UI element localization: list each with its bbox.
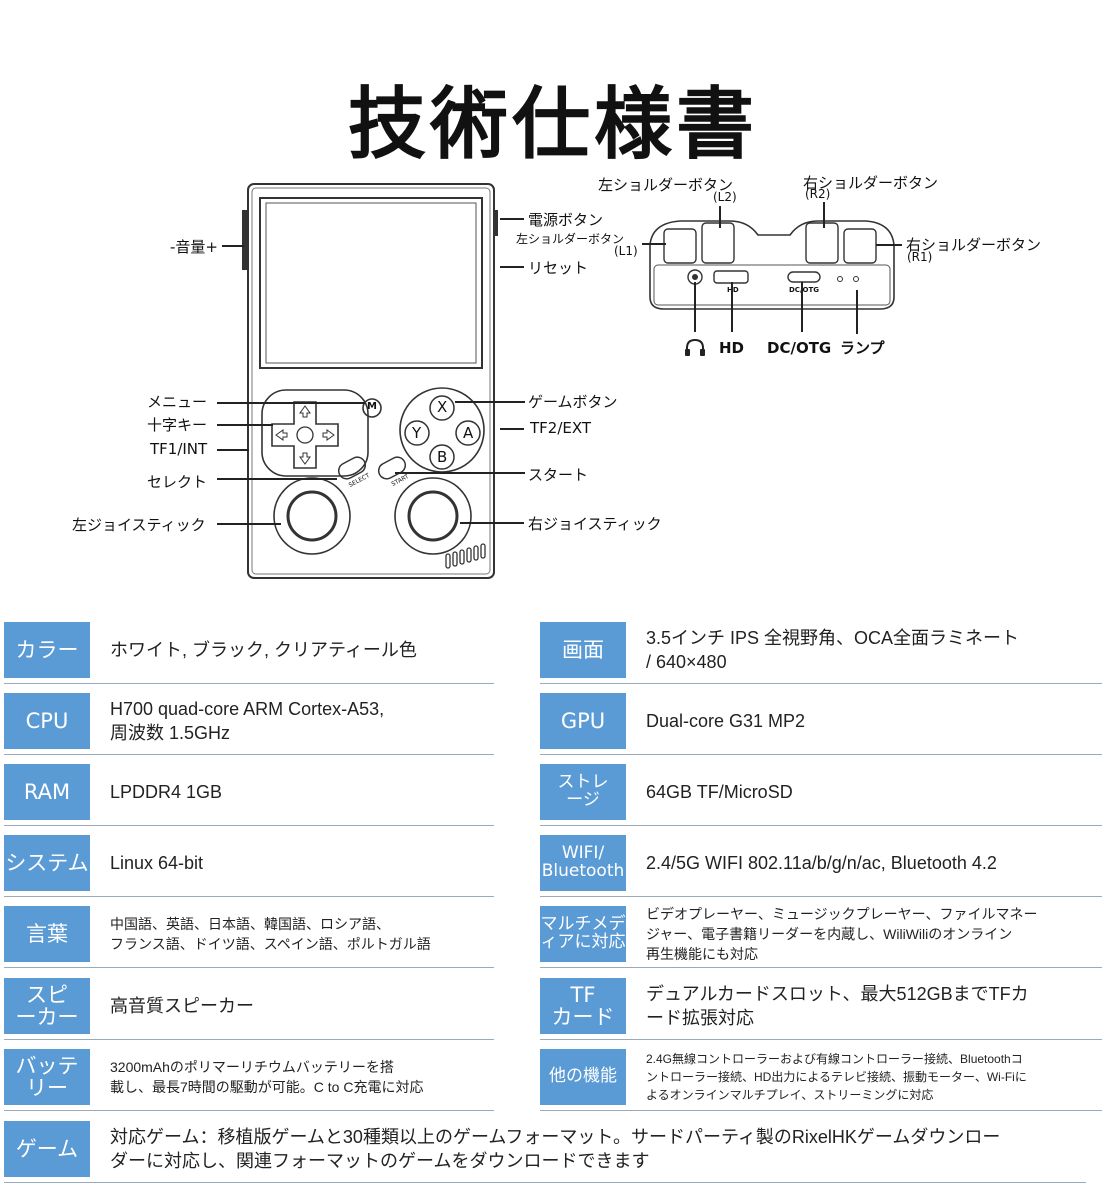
spec-value: 2.4/5G WIFI 802.11a/b/g/n/ac, Bluetooth … [646, 852, 997, 873]
spec-value: ホワイト, ブラック, クリアティール色 [110, 639, 417, 660]
spec-label: バッテ リー [4, 1049, 90, 1105]
spec-value: ビデオプレーヤー、ミュージックプレーヤー、ファイルマネー ジャー、電子書籍リーダ… [646, 905, 1038, 963]
spec-row: RAM LPDDR4 1GB [4, 764, 494, 826]
lamp-label: ランプ [840, 339, 885, 357]
spec-label: WIFI/ Bluetooth [540, 835, 626, 891]
spec-row: バッテ リー 3200mAhのポリマーリチウムバッテリーを搭 載し、最長7時間の駆… [4, 1049, 494, 1111]
dcotg-port-print: DC/OTG [789, 286, 819, 294]
row-divider [540, 683, 1102, 684]
row-divider [540, 1110, 1102, 1111]
page-title: 技術仕様書 [347, 80, 758, 170]
speaker-grille [445, 543, 486, 569]
spec-value: 64GB TF/MicroSD [646, 781, 793, 802]
row-divider [4, 967, 494, 968]
row-divider [4, 683, 494, 684]
r1-label: 右ショルダーボタン [906, 236, 1042, 254]
spec-value: 3.5インチ IPS 全視野角、OCA全面ラミネート / 640×480 [646, 627, 1020, 672]
spec-row: 他の機能 2.4G無線コントローラーおよび有線コントローラー接続、Bluetoot… [540, 1049, 1102, 1111]
row-divider [4, 1110, 494, 1111]
spec-row: GPU Dual-core G31 MP2 [540, 693, 1102, 755]
hd-port-print: HD [727, 286, 739, 294]
spec-label: CPU [4, 693, 90, 749]
spec-row: WIFI/ Bluetooth 2.4/5G WIFI 802.11a/b/g/n… [540, 835, 1102, 897]
spec-row: マルチメデ ィアに対応ビデオプレーヤー、ミュージックプレーヤー、ファイルマネー … [540, 905, 1102, 968]
spec-row: ゲーム対応ゲーム：移植版ゲームと30種類以上のゲームフォーマット。サードパーティ… [4, 1121, 1086, 1183]
spec-label: 画面 [540, 622, 626, 678]
spec-row: TF カードデュアルカードスロット、最大512GBまでTFカ ード拡張対応 [540, 978, 1102, 1040]
row-divider [540, 1039, 1102, 1040]
spec-row: CPU H700 quad-core ARM Cortex-A53, 周波数 1.… [4, 693, 494, 755]
spec-value: 3200mAhのポリマーリチウムバッテリーを搭 載し、最長7時間の駆動が可能。C… [110, 1058, 424, 1095]
row-divider [4, 1039, 494, 1040]
row-divider [540, 896, 1102, 897]
x-button-label: X [437, 398, 448, 416]
row-divider [540, 754, 1102, 755]
volume-label: -音量+ [170, 238, 218, 256]
spec-value: H700 quad-core ARM Cortex-A53, 周波数 1.5GH… [110, 698, 385, 743]
menu-label: メニュー [147, 393, 208, 411]
l2-code: (L2) [713, 190, 737, 204]
game-buttons-label: ゲームボタン [528, 393, 618, 411]
spec-value: 高音質スピーカー [110, 995, 254, 1016]
left-shoulder-l1-label: 左ショルダーボタン [516, 232, 625, 246]
spec-label: マルチメデ ィアに対応 [540, 906, 626, 962]
hd-label: HD [719, 339, 745, 357]
spec-label: システム [4, 835, 90, 891]
dpad-label: 十字キー [147, 416, 208, 434]
spec-value: 2.4G無線コントローラーおよび有線コントローラー接続、Bluetoothコ ン… [646, 1052, 1027, 1102]
spec-row: システム Linux 64-bit [4, 835, 494, 897]
spec-row: 画面 3.5インチ IPS 全視野角、OCA全面ラミネート / 640×480 [540, 622, 1102, 684]
device-front-illustration [242, 183, 498, 579]
l1-code: (L1) [614, 244, 638, 258]
power-button-label: 電源ボタン [528, 211, 604, 229]
spec-value: 対応ゲーム：移植版ゲームと30種類以上のゲームフォーマット。サードパーティ製のR… [110, 1126, 1001, 1171]
r2-label: 右ショルダーボタン [803, 174, 939, 192]
row-divider [4, 825, 494, 826]
reset-label: リセット [528, 259, 589, 277]
device-top-illustration [649, 220, 895, 310]
row-divider [4, 896, 494, 897]
tf1-label: TF1/INT [150, 440, 208, 458]
row-divider [4, 1182, 1086, 1183]
r1-code: (R1) [907, 250, 933, 264]
b-button-label: B [437, 448, 448, 466]
spec-row: 言葉中国語、英語、日本語、韓国語、ロシア語、 フランス語、ドイツ語、スペイン語、… [4, 906, 494, 968]
spec-value: Linux 64-bit [110, 852, 204, 873]
spec-row: カラーホワイト, ブラック, クリアティール色 [4, 622, 494, 684]
right-joystick-label: 右ジョイスティック [528, 515, 662, 533]
dc-otg-label: DC/OTG [767, 339, 832, 357]
select-label: セレクト [147, 473, 208, 491]
spec-label: 他の機能 [540, 1049, 626, 1105]
tf2-label: TF2/EXT [530, 419, 592, 437]
menu-button-print: M [367, 401, 377, 412]
spec-label: スピ ーカー [4, 978, 90, 1034]
a-button-label: A [463, 424, 474, 442]
spec-label: 言葉 [4, 906, 90, 962]
row-divider [4, 754, 494, 755]
spec-label: カラー [4, 622, 90, 678]
r2-code: (R2) [805, 187, 831, 201]
spec-label: ゲーム [4, 1121, 90, 1177]
spec-label: RAM [4, 764, 90, 820]
row-divider [540, 825, 1102, 826]
headphone-icon [685, 338, 705, 356]
spec-value: LPDDR4 1GB [110, 781, 223, 802]
y-button-label: Y [412, 424, 422, 442]
start-label: スタート [528, 466, 589, 484]
spec-value: デュアルカードスロット、最大512GBまでTFカ ード拡張対応 [646, 983, 1029, 1028]
left-joystick-label: 左ジョイスティック [72, 516, 206, 534]
spec-label: ストレ ージ [540, 764, 626, 820]
spec-row: ストレ ージ 64GB TF/MicroSD [540, 764, 1102, 826]
row-divider [540, 967, 1102, 968]
l2-label: 左ショルダーボタン [598, 176, 734, 194]
spec-label: TF カード [540, 978, 626, 1034]
spec-value: 中国語、英語、日本語、韓国語、ロシア語、 フランス語、ドイツ語、スペイン語、ポル… [110, 915, 431, 952]
spec-value: Dual-core G31 MP2 [646, 710, 806, 731]
spec-label: GPU [540, 693, 626, 749]
spec-row: スピ ーカー高音質スピーカー [4, 978, 494, 1040]
